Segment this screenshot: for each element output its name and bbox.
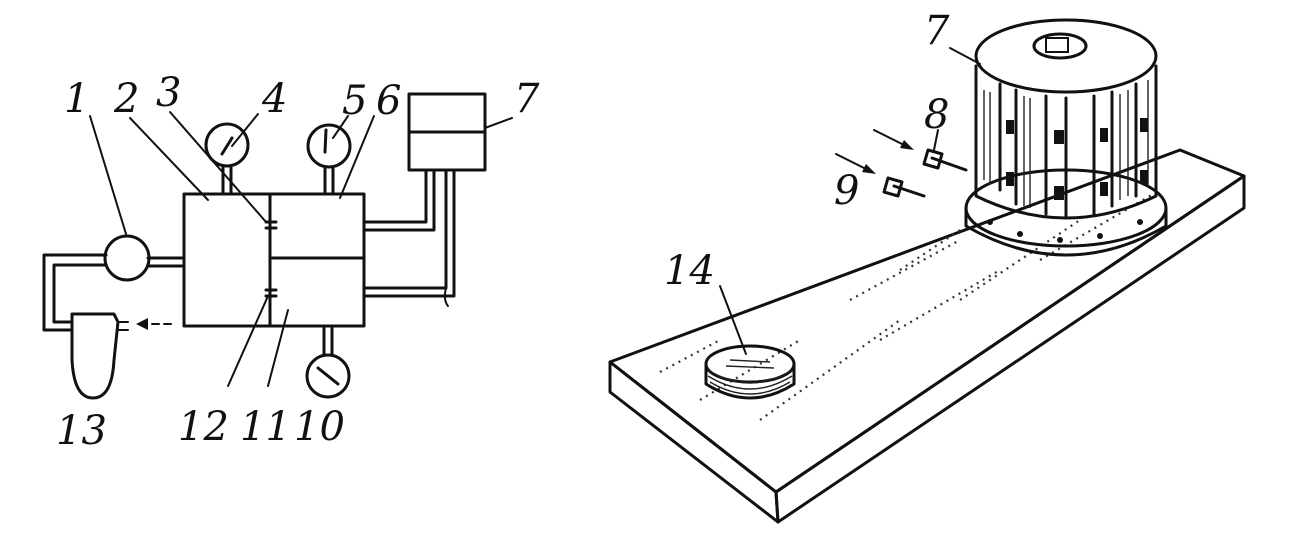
fitting-8-icon xyxy=(922,148,968,172)
label-fixture-7: 7 xyxy=(924,8,950,54)
gauge-10-icon xyxy=(305,324,351,399)
label-11: 11 xyxy=(240,404,291,450)
measuring-head-7-icon xyxy=(974,18,1158,220)
gauge-5-icon xyxy=(306,123,352,196)
pump-icon xyxy=(103,234,151,282)
schematic: 1 2 3 4 5 6 7 13 12 11 10 xyxy=(42,70,540,454)
label-10: 10 xyxy=(294,404,345,450)
label-6: 6 xyxy=(376,78,401,124)
label-8: 8 xyxy=(924,92,949,138)
disc-14-icon xyxy=(704,344,796,400)
label-12: 12 xyxy=(178,404,229,450)
fitting-9-icon xyxy=(882,176,926,198)
label-9: 9 xyxy=(834,168,859,214)
label-2: 2 xyxy=(113,76,139,122)
base-plate xyxy=(608,148,1246,524)
label-5: 5 xyxy=(342,78,367,124)
gauge-4-icon xyxy=(204,122,250,196)
label-1: 1 xyxy=(64,76,89,122)
label-3: 3 xyxy=(156,70,181,116)
schematic-leaders xyxy=(89,111,513,387)
label-14: 14 xyxy=(664,248,715,294)
measuring-head-icon xyxy=(407,92,487,172)
supply-pipe xyxy=(42,253,186,332)
air-inlet-arrows-icon xyxy=(835,129,914,174)
inlet-arrow-icon xyxy=(136,318,177,330)
fixture: 7 8 9 14 xyxy=(608,8,1246,524)
label-4: 4 xyxy=(261,76,287,122)
label-7: 7 xyxy=(514,76,540,122)
label-13: 13 xyxy=(56,408,107,454)
control-block xyxy=(182,192,366,328)
output-pipes xyxy=(362,168,456,307)
nozzle-3-icon xyxy=(264,220,278,230)
filter-vessel-icon xyxy=(70,312,129,400)
